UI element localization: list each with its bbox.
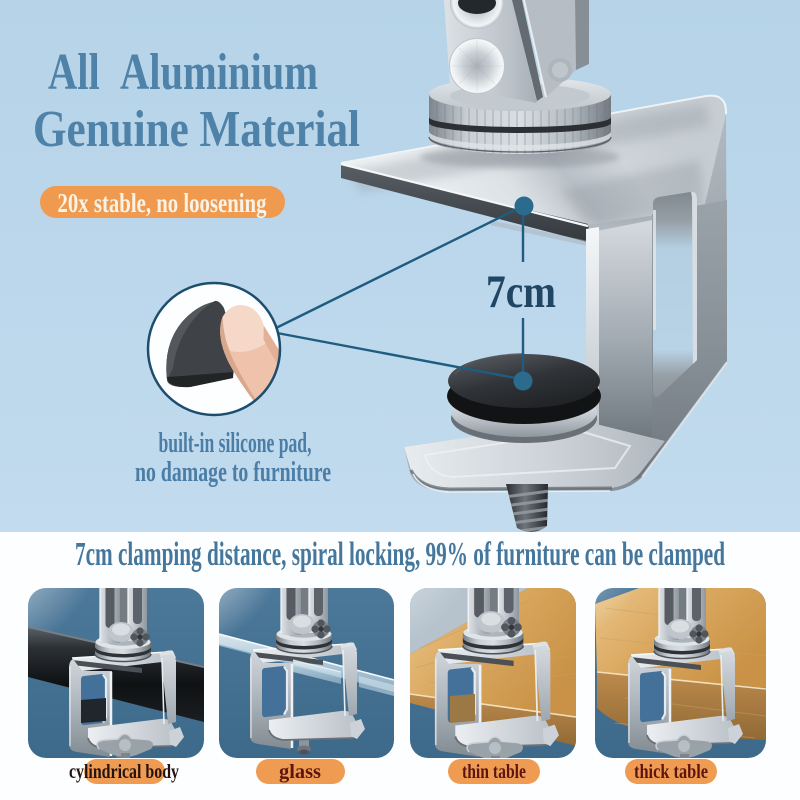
svg-text:7cm clamping distance, spiral: 7cm clamping distance, spiral locking, 9… — [75, 536, 725, 573]
svg-text:20x stable, no loosening: 20x stable, no loosening — [58, 188, 267, 218]
svg-text:glass: glass — [279, 761, 321, 783]
svg-text:cylindrical body: cylindrical body — [69, 761, 179, 783]
svg-text:7cm: 7cm — [486, 266, 556, 318]
svg-text:thin table: thin table — [462, 761, 526, 783]
svg-text:thick table: thick table — [634, 761, 708, 783]
svg-text:no damage to furniture: no damage to furniture — [135, 456, 331, 488]
svg-text:Genuine Material: Genuine Material — [33, 101, 360, 158]
svg-text:built-in silicone pad,: built-in silicone pad, — [159, 427, 312, 459]
svg-text:All Aluminium: All Aluminium — [48, 44, 318, 101]
